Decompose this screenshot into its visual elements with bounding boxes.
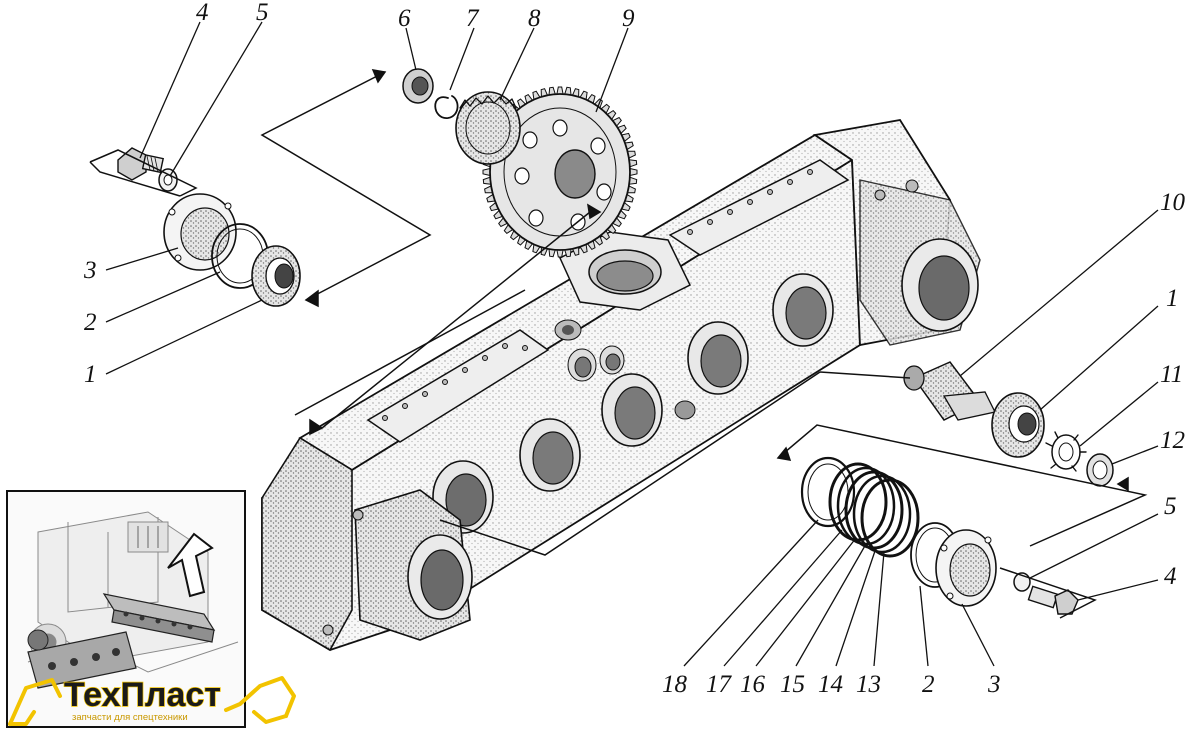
callout-18: 18 (662, 671, 688, 698)
callout-1-left: 1 (84, 361, 97, 388)
right-output-hub (874, 179, 979, 332)
lock-washer (1045, 431, 1087, 472)
small-bore-b (599, 345, 625, 375)
inspection-window-left (366, 329, 550, 443)
bore-5 (772, 273, 834, 347)
callout-labels: 4 5 3 2 1 6 7 8 9 10 1 11 12 5 4 18 17 1… (83, 0, 1186, 698)
brand-tagline: запчасти для спецтехники (72, 712, 188, 723)
gear-tooth (629, 167, 638, 177)
excavator-right-icon (224, 676, 296, 724)
bore-3 (601, 373, 663, 447)
plug (554, 319, 582, 341)
bolt-left (117, 147, 165, 181)
bearing-right (991, 392, 1045, 458)
excavator-left-icon (8, 678, 62, 726)
spur-gear-small (455, 91, 521, 165)
round-nut (1086, 453, 1114, 487)
washer-left (158, 168, 178, 192)
callout-5-left: 5 (256, 0, 269, 26)
callout-5-right: 5 (1164, 493, 1177, 520)
bore-4 (687, 321, 749, 395)
small-bore-a (567, 348, 597, 382)
callout-7: 7 (466, 5, 480, 32)
callout-3-right: 3 (987, 671, 1001, 698)
callout-8: 8 (528, 5, 541, 32)
cover-left (163, 193, 237, 271)
plug-2 (674, 400, 696, 420)
callout-12: 12 (1160, 427, 1185, 454)
callout-1-right: 1 (1166, 285, 1179, 312)
callout-2-right: 2 (922, 671, 935, 698)
callout-13: 13 (856, 671, 881, 698)
callout-6: 6 (398, 5, 411, 32)
gear-tooth (482, 167, 491, 177)
snap-ring-top (434, 95, 459, 119)
inset-track (27, 629, 137, 689)
gear-tooth (556, 249, 564, 258)
top-flange (559, 231, 692, 311)
callout-11: 11 (1160, 361, 1183, 388)
brand-logo: ТехПласт запчасти для спецтехники (8, 675, 296, 726)
callout-4-right: 4 (1164, 563, 1177, 590)
seal-stack (828, 462, 920, 558)
assembly-paths (89, 69, 1148, 619)
gear-tooth (556, 86, 564, 95)
leader-lines (105, 21, 1159, 667)
locator-arrow-icon (167, 532, 214, 598)
callout-10: 10 (1160, 189, 1186, 216)
callout-3-left: 3 (83, 257, 97, 284)
bolt-right (1027, 585, 1079, 615)
left-output-hub (322, 489, 473, 641)
inset-gearbox (102, 593, 216, 643)
callout-16: 16 (740, 671, 766, 698)
cover-right (935, 529, 997, 607)
bore-2 (519, 418, 581, 492)
splined-shaft (903, 361, 996, 421)
callout-2-left: 2 (84, 309, 97, 336)
bearing-left (251, 245, 301, 307)
callout-15: 15 (780, 671, 805, 698)
callout-14: 14 (818, 671, 843, 698)
inspection-window-right (668, 159, 850, 256)
callout-4-left: 4 (196, 0, 209, 26)
brand-name: ТехПласт (64, 676, 221, 714)
bearing-top (402, 68, 434, 104)
locator-inset (6, 490, 246, 728)
callout-17: 17 (706, 671, 733, 698)
callout-9: 9 (622, 5, 635, 32)
